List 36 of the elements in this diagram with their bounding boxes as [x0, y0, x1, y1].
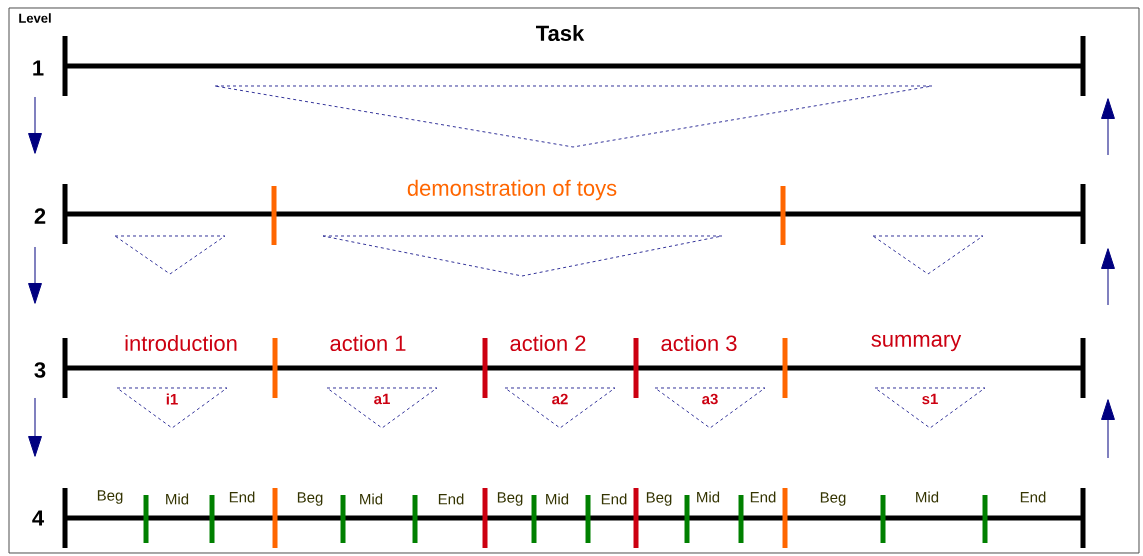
level-title: Task	[536, 24, 585, 42]
phase-label: Mid	[916, 491, 939, 503]
phase-label: End	[438, 493, 464, 505]
phase-label: Beg	[820, 492, 846, 506]
level-number: 2	[34, 208, 46, 224]
phase-label: End	[229, 491, 255, 503]
phase-label: Beg	[297, 492, 323, 506]
decomposition-triangle	[872, 235, 984, 275]
axis-title: Level	[19, 13, 51, 23]
phase-label: Mid	[546, 493, 569, 505]
decomposition-triangle	[322, 235, 723, 277]
decomposition-triangle: i1	[116, 387, 228, 429]
segment-label: action 2	[510, 334, 586, 352]
decomposition-triangle	[214, 85, 933, 148]
decomposition-triangle	[114, 235, 226, 275]
decomposition-triangle: a2	[504, 387, 616, 429]
phase-label: Beg	[646, 492, 672, 506]
segment-label: introduction	[125, 334, 237, 352]
segment-label: summary	[871, 334, 962, 352]
phase-label: Beg	[97, 490, 123, 504]
segment-label: action 1	[330, 334, 406, 352]
segment-label: action 3	[661, 334, 737, 352]
phase-label: Mid	[360, 493, 383, 505]
phase-label: Mid	[166, 493, 189, 505]
decomposition-triangle: s1	[874, 387, 986, 429]
phase-label: Mid	[697, 491, 720, 503]
phase-label: End	[750, 491, 776, 503]
level-number: 4	[32, 510, 44, 526]
level-number: 3	[34, 362, 46, 378]
segment-label: demonstration of toys	[407, 179, 617, 201]
decomposition-triangle: a1	[326, 387, 438, 429]
phase-label: End	[1020, 491, 1046, 503]
phase-label: End	[601, 493, 627, 505]
level-number: 1	[33, 60, 44, 76]
decomposition-triangle: a3	[654, 387, 766, 429]
phase-label: Beg	[497, 492, 523, 506]
